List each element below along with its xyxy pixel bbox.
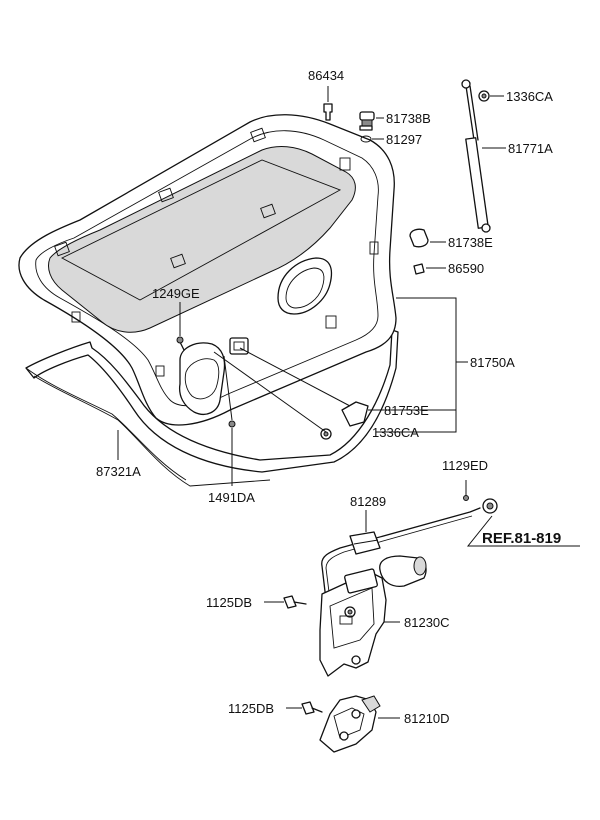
connector-81289 — [349, 510, 381, 555]
label-81750A: 81750A — [470, 355, 515, 370]
label-ref-81-819: REF.81-819 — [482, 530, 561, 547]
label-1129ED: 1129ED — [442, 458, 488, 473]
leader-lines — [117, 86, 506, 486]
label-1491DA: 1491DA — [208, 490, 255, 505]
clip-86590 — [413, 263, 425, 275]
lock-actuator-81230C — [319, 555, 427, 677]
cap-81753E — [341, 401, 369, 427]
trunk-lid-panel-81750A — [18, 114, 397, 426]
actuator-cable — [321, 480, 580, 601]
label-81230C: 81230C — [404, 615, 450, 630]
bumper-81738B — [359, 111, 375, 131]
label-1125DB-lower: 1125DB — [228, 701, 274, 716]
label-81753E: 81753E — [384, 403, 429, 418]
bolt-1125DB-lower — [286, 701, 323, 715]
label-1249GE: 1249GE — [152, 286, 200, 301]
label-81738E: 81738E — [448, 235, 493, 250]
label-1125DB-upper: 1125DB — [206, 595, 252, 610]
label-81297: 81297 — [386, 132, 422, 147]
label-81771A: 81771A — [508, 141, 553, 156]
label-87321A: 87321A — [96, 464, 141, 479]
gas-lift-strut-81771A — [461, 79, 491, 233]
bumper-81738E — [409, 228, 429, 248]
bolt-1125DB-upper — [264, 595, 307, 609]
screw-1491DA — [228, 420, 236, 428]
bolt-1249GE — [176, 336, 185, 351]
label-81738B: 81738B — [386, 111, 431, 126]
nut-1336CA-mid — [320, 428, 332, 440]
label-86590: 86590 — [448, 261, 484, 276]
label-81289: 81289 — [350, 494, 386, 509]
ring-81297 — [360, 135, 372, 143]
weatherstrip-87321A — [25, 329, 399, 487]
label-86434: 86434 — [308, 68, 344, 83]
label-1336CA-mid: 1336CA — [372, 425, 419, 440]
label-1336CA-top: 1336CA — [506, 89, 553, 104]
bumper-86434 — [323, 103, 333, 121]
label-81210D: 81210D — [404, 711, 450, 726]
latch-81210D — [319, 695, 381, 753]
